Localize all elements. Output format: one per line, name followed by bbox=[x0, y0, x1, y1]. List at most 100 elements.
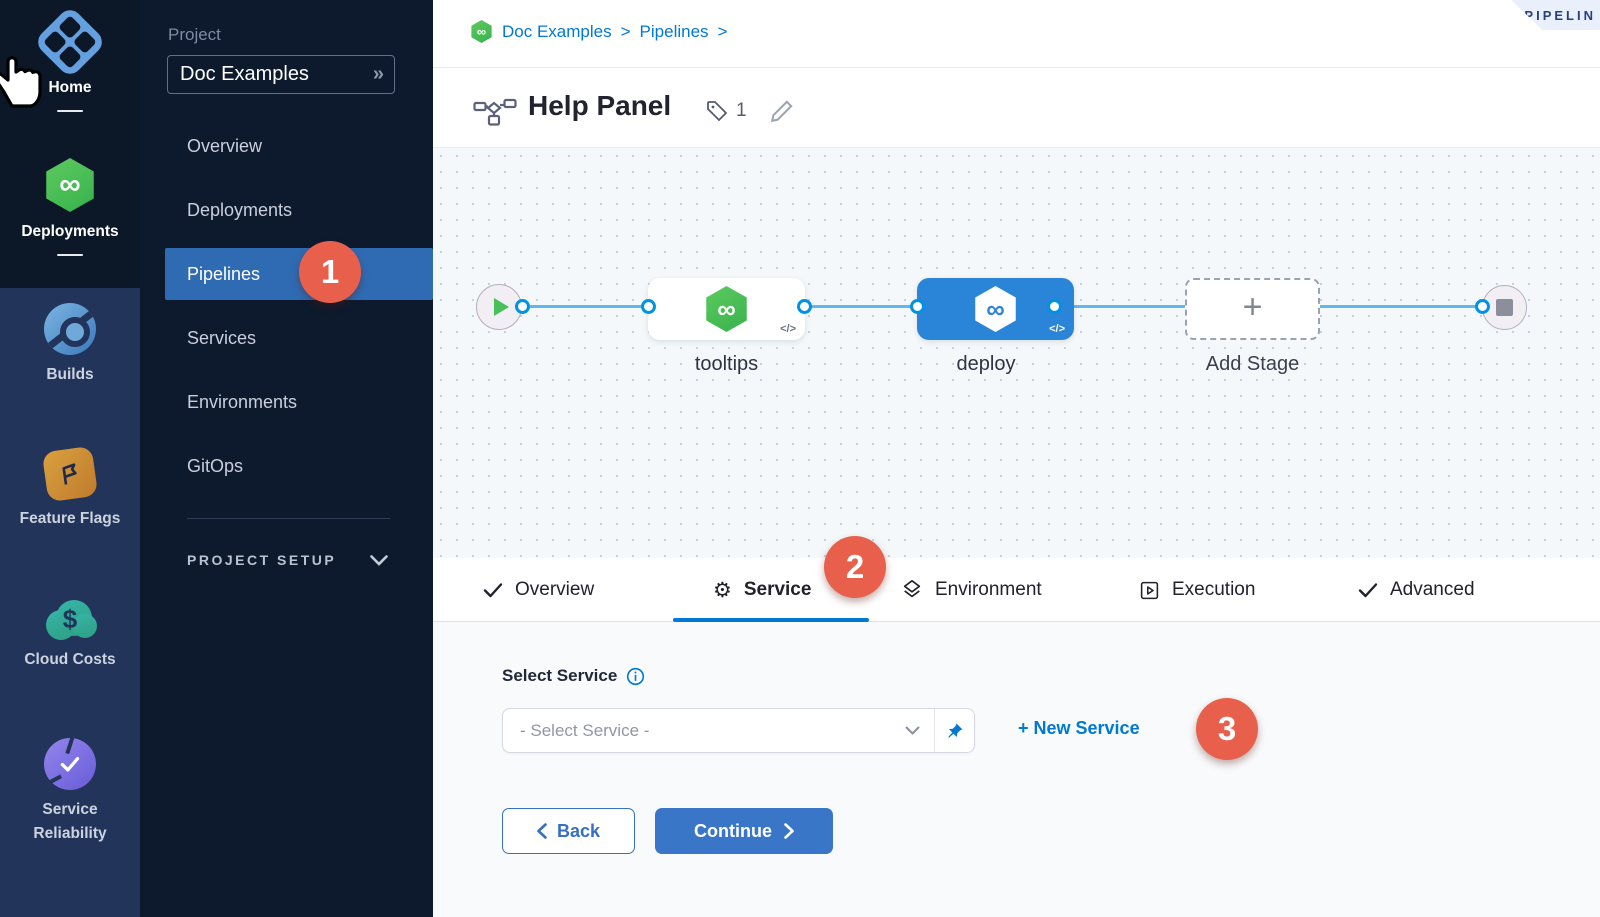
project-name: Doc Examples bbox=[180, 63, 309, 85]
sidebar-item-environments[interactable]: Environments bbox=[187, 391, 298, 412]
active-underline bbox=[57, 254, 83, 257]
annotation-badge-2: 2 bbox=[824, 536, 886, 598]
main-content: ∞ Doc Examples > Pipelines > PIPELIN Hel… bbox=[433, 0, 1600, 917]
active-underline bbox=[57, 110, 83, 113]
service-reliability-icon bbox=[44, 738, 96, 790]
pin-button[interactable] bbox=[934, 709, 974, 752]
info-icon[interactable] bbox=[626, 667, 645, 686]
tags-group[interactable]: 1 bbox=[705, 99, 747, 123]
dropdown-placeholder: - Select Service - bbox=[520, 720, 650, 740]
chevron-right-icon bbox=[784, 823, 794, 839]
stage-node-tooltips[interactable]: ∞ </> bbox=[648, 278, 805, 340]
connector-point[interactable] bbox=[797, 299, 812, 314]
breadcrumb-separator: > bbox=[717, 21, 728, 41]
connector-point[interactable] bbox=[1047, 299, 1062, 314]
chevron-down-icon bbox=[905, 722, 934, 740]
edit-pencil-icon[interactable] bbox=[769, 98, 795, 124]
module-rail: Home ∞ Deployments Builds Feature Flags … bbox=[0, 0, 140, 917]
chevron-left-icon bbox=[537, 823, 547, 839]
connector-point[interactable] bbox=[910, 299, 925, 314]
connector-line bbox=[1320, 305, 1483, 308]
service-select-dropdown[interactable]: - Select Service - bbox=[502, 708, 975, 753]
connector-point[interactable] bbox=[515, 299, 530, 314]
annotation-badge-1: 1 bbox=[299, 241, 361, 303]
breadcrumb-doc-examples[interactable]: Doc Examples bbox=[502, 21, 612, 41]
breadcrumb-separator: > bbox=[620, 21, 631, 41]
breadcrumb: ∞ Doc Examples > Pipelines > bbox=[470, 20, 727, 43]
sidebar-item-feature-flags[interactable]: Feature Flags bbox=[0, 445, 140, 531]
tab-overview[interactable]: Overview bbox=[483, 558, 594, 622]
continue-button[interactable]: Continue bbox=[655, 808, 833, 854]
pipeline-start-node[interactable] bbox=[476, 284, 522, 330]
stop-icon bbox=[1496, 299, 1513, 316]
expand-chevrons-icon: » bbox=[372, 63, 384, 85]
tab-execution[interactable]: Execution bbox=[1139, 558, 1255, 622]
breadcrumb-row: ∞ Doc Examples > Pipelines > PIPELIN bbox=[433, 0, 1600, 68]
rail-item-label: Service Reliability bbox=[33, 801, 107, 843]
tab-service[interactable]: ⚙ Service bbox=[713, 578, 812, 602]
rail-item-label: Feature Flags bbox=[19, 510, 121, 527]
cd-stage-icon: ∞ bbox=[975, 286, 1016, 332]
page-title: Help Panel bbox=[528, 90, 672, 121]
title-row: Help Panel 1 VISUAL bbox=[433, 68, 1600, 190]
rail-item-label: Home bbox=[48, 79, 92, 96]
sidebar-item-home[interactable]: Home bbox=[0, 5, 140, 113]
divider bbox=[187, 518, 390, 519]
hand-cursor-icon bbox=[0, 56, 42, 108]
tag-icon bbox=[707, 101, 728, 122]
add-stage-label: Add Stage bbox=[1205, 353, 1300, 375]
connector-point[interactable] bbox=[1475, 299, 1490, 314]
stage-label: tooltips bbox=[694, 353, 759, 375]
project-setup-toggle[interactable]: PROJECT SETUP bbox=[187, 552, 389, 568]
rail-item-label: Deployments bbox=[21, 223, 119, 240]
sidebar-item-service-reliability[interactable]: Service Reliability bbox=[0, 738, 140, 846]
rail-item-label: Cloud Costs bbox=[24, 651, 116, 668]
select-service-label: Select Service bbox=[502, 666, 645, 686]
harness-project-icon: ∞ bbox=[471, 20, 492, 43]
sidebar-item-deployments-nav[interactable]: Deployments bbox=[187, 199, 293, 220]
back-button[interactable]: Back bbox=[502, 808, 635, 854]
feature-flags-icon bbox=[41, 445, 99, 503]
stage-tabs: Overview ⚙ Service Environment Execution… bbox=[433, 558, 1600, 622]
connector-point[interactable] bbox=[641, 299, 656, 314]
deployments-icon: ∞ bbox=[46, 158, 94, 212]
rail-item-label: Builds bbox=[46, 366, 94, 383]
connector-line bbox=[1055, 305, 1185, 308]
sidebar-item-cloud-costs[interactable]: $ Cloud Costs bbox=[0, 592, 140, 672]
sidebar-item-overview[interactable]: Overview bbox=[187, 135, 263, 156]
service-tab-panel: Select Service - Select Service - + New … bbox=[433, 622, 1600, 917]
code-glyph: </> bbox=[1049, 323, 1065, 335]
layers-icon bbox=[903, 580, 921, 598]
breadcrumb-pipelines[interactable]: Pipelines bbox=[639, 21, 709, 41]
chevron-down-icon bbox=[370, 554, 389, 566]
pipeline-canvas[interactable]: ∞ </> tooltips ∞ </> deploy + Add Stage bbox=[433, 148, 1600, 558]
sidebar-item-deployments[interactable]: ∞ Deployments bbox=[0, 158, 140, 257]
pipeline-studio-banner: PIPELIN bbox=[1511, 0, 1600, 30]
pin-icon bbox=[947, 723, 962, 738]
cloud-costs-icon: $ bbox=[42, 600, 98, 640]
check-icon bbox=[1358, 583, 1378, 598]
connector-line bbox=[530, 305, 648, 308]
add-stage-button[interactable]: + bbox=[1185, 278, 1320, 340]
connector-line bbox=[805, 305, 917, 308]
tab-advanced[interactable]: Advanced bbox=[1358, 558, 1475, 622]
project-setup-label: PROJECT SETUP bbox=[187, 552, 337, 568]
tab-environment[interactable]: Environment bbox=[901, 558, 1042, 622]
project-sidebar: Project Doc Examples » Overview Deployme… bbox=[140, 0, 433, 917]
sidebar-item-gitops[interactable]: GitOps bbox=[187, 455, 244, 476]
project-section-label: Project bbox=[168, 25, 221, 44]
sidebar-item-services[interactable]: Services bbox=[187, 327, 257, 348]
pipeline-icon bbox=[473, 98, 517, 126]
builds-icon bbox=[44, 303, 96, 355]
play-icon bbox=[493, 298, 509, 316]
home-icon bbox=[33, 5, 107, 79]
cd-stage-icon: ∞ bbox=[706, 286, 747, 332]
plus-icon: + bbox=[1242, 288, 1263, 326]
code-glyph: </> bbox=[780, 323, 796, 335]
check-icon bbox=[483, 583, 503, 598]
project-selector[interactable]: Doc Examples » bbox=[167, 55, 395, 94]
new-service-link[interactable]: + New Service bbox=[1018, 718, 1140, 738]
sidebar-item-builds[interactable]: Builds bbox=[0, 303, 140, 387]
stage-label: deploy bbox=[956, 353, 1016, 375]
